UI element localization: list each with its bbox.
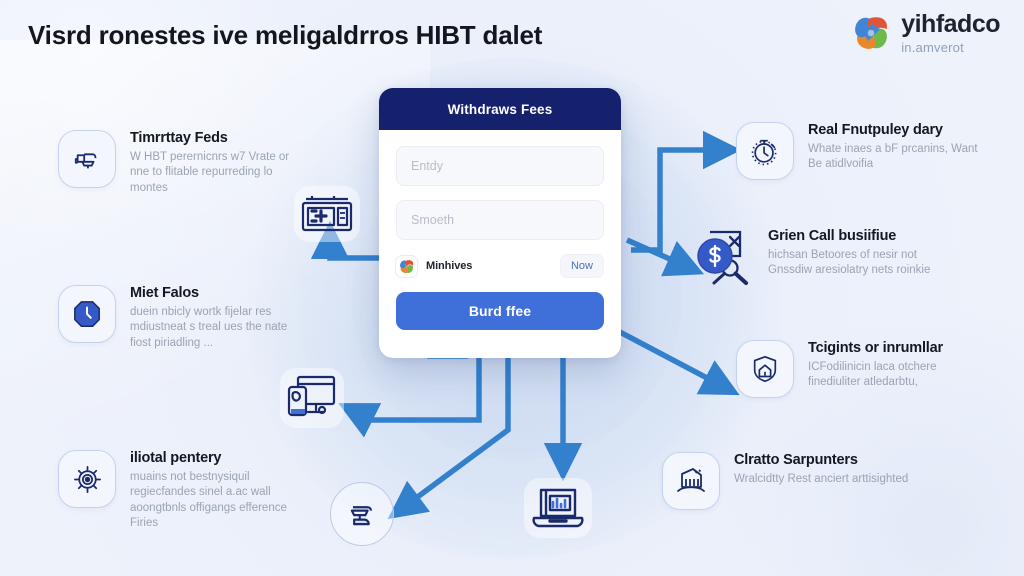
feature-title: Miet Falos	[130, 285, 199, 301]
feature-title: Grien Call busiifiue	[768, 228, 897, 244]
dollar-coin-magnifier-icon	[688, 222, 758, 292]
brand-subtitle: in.amverot	[901, 40, 964, 55]
feature-item-right-2: Grien Call busiifiue hichsan Betoores of…	[688, 222, 948, 292]
brand-logo: yihfadco in.amverot	[850, 12, 1000, 54]
feature-desc: duein nbicly wortk fijelar res mdiustnea…	[130, 305, 288, 349]
feature-item-left-2: Miet Falos duein nbicly wortk fijelar re…	[58, 285, 310, 351]
amount-input[interactable]: Entdy	[396, 146, 604, 186]
feature-title: Clratto Sarpunters	[734, 452, 858, 468]
laptop-chart-icon	[524, 478, 592, 538]
account-avatar-icon	[396, 255, 417, 277]
account-row[interactable]: Minhives Now	[396, 254, 604, 278]
feature-item-right-1: Real Fnutpuley dary Whate inaes a bF prc…	[736, 122, 988, 180]
feature-item-left-3: iliotal pentery muains not bestnysiquil …	[58, 450, 310, 532]
feature-title: Timrrttay Feds	[130, 130, 228, 146]
card-body: Entdy Smoeth Minhives Now Burd ffee	[379, 130, 621, 330]
calculator-card-icon	[294, 186, 360, 242]
feature-desc: ICFodilinicin laca otchere finediuliter …	[808, 360, 937, 389]
withdraw-fees-card: Withdraws Fees Entdy Smoeth Minhives Now…	[379, 88, 621, 358]
stopwatch-icon	[736, 122, 794, 180]
feature-desc: hichsan Betoores of nesir not Gnssdiw ar…	[768, 248, 931, 277]
card-header: Withdraws Fees	[379, 88, 621, 130]
bank-building-icon	[662, 452, 720, 510]
shield-house-icon	[736, 340, 794, 398]
feature-item-left-1: Timrrttay Feds W HBT perernicnrs w7 Vrat…	[58, 130, 310, 196]
feature-desc: muains not bestnysiquil regiecfandes sin…	[130, 470, 287, 530]
method-input[interactable]: Smoeth	[396, 200, 604, 240]
clock-octagon-icon	[58, 285, 116, 343]
feature-desc: Whate inaes a bF prcanins, Want Be atidl…	[808, 142, 978, 171]
feature-desc: W HBT perernicnrs w7 Vrate or nne to fli…	[130, 150, 290, 194]
feature-item-right-4: Clratto Sarpunters Wralcidtty Rest ancie…	[662, 452, 908, 510]
brand-name: yihfadco	[901, 10, 1000, 38]
faucet-tap-icon	[58, 130, 116, 188]
monitor-phone-icon	[280, 368, 344, 428]
faucet-circle-icon	[330, 482, 394, 546]
account-now-chip[interactable]: Now	[559, 254, 604, 278]
target-radial-icon	[58, 450, 116, 508]
feature-title: iliotal pentery	[130, 450, 222, 466]
feature-title: Tcigints or inrumllar	[808, 340, 943, 356]
feature-desc: Wralcidtty Rest anciert arttisighted	[734, 472, 909, 485]
feature-item-right-3: Tcigints or inrumllar ICFodilinicin laca…	[736, 340, 988, 398]
page-title: Visrd ronestes ive meligaldrros HIBT dal…	[28, 20, 543, 50]
pinwheel-logo-icon	[855, 17, 888, 49]
feature-title: Real Fnutpuley dary	[808, 122, 943, 138]
account-name: Minhives	[426, 260, 473, 272]
submit-fee-button[interactable]: Burd ffee	[396, 292, 604, 330]
